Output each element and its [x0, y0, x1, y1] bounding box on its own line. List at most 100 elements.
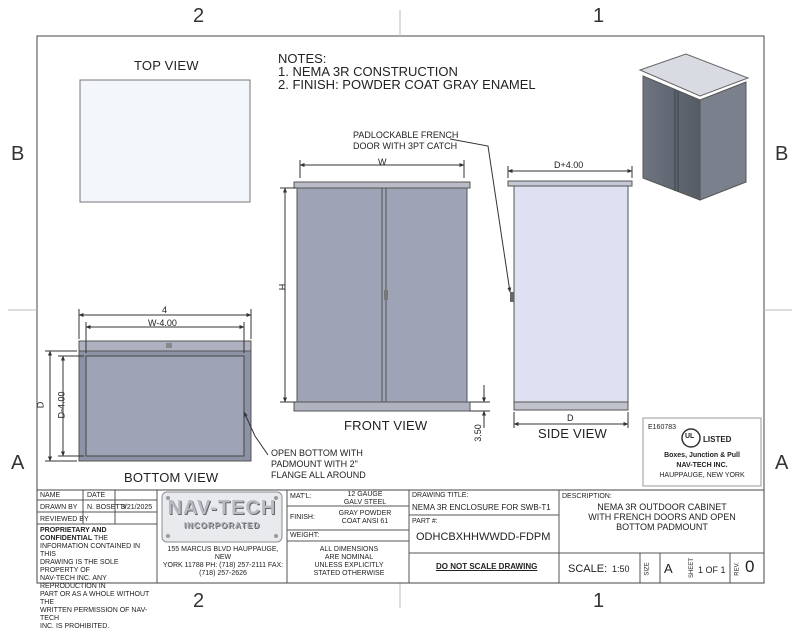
tb-address-l1: 155 MARCUS BLVD HAUPPAUGE, NEW — [167, 546, 279, 561]
tb-address-l2: YORK 11788 PH: (718) 257-2111 FAX: — [162, 562, 284, 569]
ul-mark: UL — [685, 433, 695, 440]
side-view-title: SIDE VIEW — [538, 426, 607, 441]
ul-logo-icon — [681, 428, 701, 448]
zone-left-a: A — [11, 452, 25, 474]
padlock-callout-line1: PADLOCKABLE FRENCH — [353, 130, 459, 140]
zone-bottom-1: 1 — [593, 590, 605, 612]
dim-d-bottom: D — [35, 401, 46, 409]
tb-proprietary-l5: PART OR AS A WHOLE WITHOUT THE — [40, 591, 150, 606]
dim-d-side: D — [567, 413, 574, 423]
zone-top-1: 1 — [593, 5, 605, 27]
ul-listed: LISTED — [703, 435, 732, 444]
tb-drawn-date: 3/21/2025 — [121, 504, 153, 511]
tb-part-label: PART #: — [412, 518, 438, 525]
ul-product: Boxes, Junction & Pull — [664, 452, 740, 459]
tb-part-number: ODHCBXHHWWDD-FDPM — [416, 531, 551, 543]
dim-h: H — [277, 283, 288, 291]
tb-matl-label: MAT'L: — [290, 493, 312, 500]
zone-bottom-2: 2 — [193, 590, 205, 612]
tb-date-header: DATE — [87, 492, 106, 499]
tb-nominal-l3: UNLESS EXPLICITLY — [314, 562, 384, 569]
tb-description-l2: WITH FRENCH DOORS AND OPEN — [588, 512, 736, 522]
ul-company: NAV-TECH INC. — [676, 462, 728, 469]
tb-proprietary-l1: THE — [93, 535, 108, 542]
tb-scale-label: SCALE: — [568, 563, 608, 575]
tb-finish-l1: GRAY POWDER — [338, 510, 392, 517]
tb-drawing-title: NEMA 3R ENCLOSURE FOR SWB-T1 — [412, 503, 551, 512]
bottom-view-drawing — [45, 309, 269, 462]
open-bottom-line2: PADMOUNT WITH 2" — [271, 459, 358, 469]
tb-size-label: SIZE — [644, 562, 651, 576]
tb-do-not-scale: DO NOT SCALE DRAWING — [436, 562, 538, 571]
navtech-logo-plate — [161, 491, 283, 543]
tb-finish-label: FINISH: — [290, 514, 315, 521]
tb-weight-label: WEIGHT: — [290, 532, 320, 539]
bottom-view-title: BOTTOM VIEW — [124, 470, 219, 485]
tb-proprietary-l4: NAV-TECH INC. ANY REPRODUCTION IN — [40, 575, 107, 590]
ul-file-number: E160783 — [648, 424, 677, 431]
open-bottom-callout: OPEN BOTTOM WITH PADMOUNT WITH 2" FLANGE… — [271, 448, 366, 481]
front-view-drawing — [280, 160, 490, 428]
open-bottom-line3: FLANGE ALL AROUND — [271, 470, 366, 480]
tb-reviewed-by-label: REVIEWED BY — [40, 516, 89, 523]
tb-matl: 12 GAUGE GALV STEEL — [322, 491, 408, 507]
tb-proprietary-l6: WRITTEN PERMISSION OF NAV-TECH — [40, 607, 148, 622]
padlock-callout: PADLOCKABLE FRENCH DOOR WITH 3PT CATCH — [353, 130, 458, 152]
tb-name-header: NAME — [40, 492, 61, 499]
dim-w: W — [378, 157, 387, 167]
tb-drawn-by: N. BOSETTI — [87, 504, 126, 511]
zone-left-b: B — [11, 143, 25, 165]
tb-proprietary-l7: INC. IS PROHIBITED. — [40, 623, 110, 630]
open-bottom-line1: OPEN BOTTOM WITH — [271, 448, 363, 458]
navtech-logo-sub: INCORPORATED — [183, 521, 261, 530]
dim-w-minus: W-4.00 — [148, 318, 177, 328]
tb-rev-label: REV. — [734, 562, 741, 576]
tb-proprietary-notice: PROPRIETARY AND CONFIDENTIAL THE INFORMA… — [40, 527, 156, 631]
tb-size: A — [664, 561, 673, 576]
tb-nominal-note: ALL DIMENSIONS ARE NOMINAL UNLESS EXPLIC… — [290, 546, 408, 578]
tb-proprietary-heading: PROPRIETARY AND CONFIDENTIAL — [40, 527, 107, 542]
ul-city: HAUPPAUGE, NEW YORK — [659, 472, 745, 479]
padlock-callout-line2: DOOR WITH 3PT CATCH — [353, 141, 458, 151]
zone-right-a: A — [775, 452, 789, 474]
tb-description-l3: BOTTOM PADMOUNT — [616, 522, 708, 532]
side-view-drawing — [449, 138, 633, 428]
top-view-title: TOP VIEW — [134, 58, 199, 73]
tb-description: NEMA 3R OUTDOOR CABINET WITH FRENCH DOOR… — [562, 502, 762, 532]
tb-proprietary-l2: INFORMATION CONTAINED IN THIS — [40, 543, 141, 558]
navtech-logo: NAV-TECH — [167, 497, 277, 519]
note-2: 2. FINISH: POWDER COAT GRAY ENAMEL — [278, 77, 536, 92]
top-view-outline — [79, 79, 251, 203]
tb-scale: 1:50 — [612, 564, 630, 574]
tb-description-label: DESCRIPTION: — [562, 493, 612, 500]
tb-address-l3: (718) 257-2626 — [199, 570, 247, 577]
tb-nominal-l2: ARE NOMINAL — [324, 554, 374, 561]
tb-drawn-by-label: DRAWN BY — [40, 504, 78, 511]
tb-description-l1: NEMA 3R OUTDOOR CABINET — [597, 502, 727, 512]
tb-proprietary-l3: DRAWING IS THE SOLE PROPERTY OF — [40, 559, 119, 574]
tb-nominal-l4: STATED OTHERWISE — [313, 570, 385, 577]
zone-right-b: B — [775, 143, 789, 165]
dim-3-50: 3.50 — [472, 424, 483, 442]
dim-d-plus: D+4.00 — [554, 160, 584, 170]
notes-block: NOTES: 1. NEMA 3R CONSTRUCTION 2. FINISH… — [278, 52, 536, 91]
tb-sheet-label: SHEET — [689, 557, 696, 579]
tb-matl-l2: GALV STEEL — [343, 499, 387, 506]
tb-finish: GRAY POWDER COAT ANSI 61 — [322, 510, 408, 526]
note-1: 1. NEMA 3R CONSTRUCTION — [278, 64, 458, 79]
dim-d-minus: D-4.00 — [56, 391, 67, 419]
tb-sheet: 1 OF 1 — [698, 565, 726, 575]
tb-nominal-l1: ALL DIMENSIONS — [319, 546, 379, 553]
tb-rev: 0 — [745, 557, 755, 576]
ul-company-block: Boxes, Junction & Pull NAV-TECH INC. HAU… — [643, 451, 761, 481]
front-view-title: FRONT VIEW — [344, 418, 428, 433]
drawing-geometry — [8, 10, 792, 608]
tb-drawing-title-label: DRAWING TITLE: — [412, 492, 469, 499]
notes-title: NOTES: — [278, 51, 327, 66]
dim-4: 4 — [162, 305, 168, 315]
isometric-view-drawing — [638, 53, 750, 201]
tb-finish-l2: COAT ANSI 61 — [341, 518, 389, 525]
tb-matl-l1: 12 GAUGE — [347, 491, 383, 498]
tb-address: 155 MARCUS BLVD HAUPPAUGE, NEW YORK 1178… — [160, 546, 286, 578]
zone-top-2: 2 — [193, 5, 205, 27]
